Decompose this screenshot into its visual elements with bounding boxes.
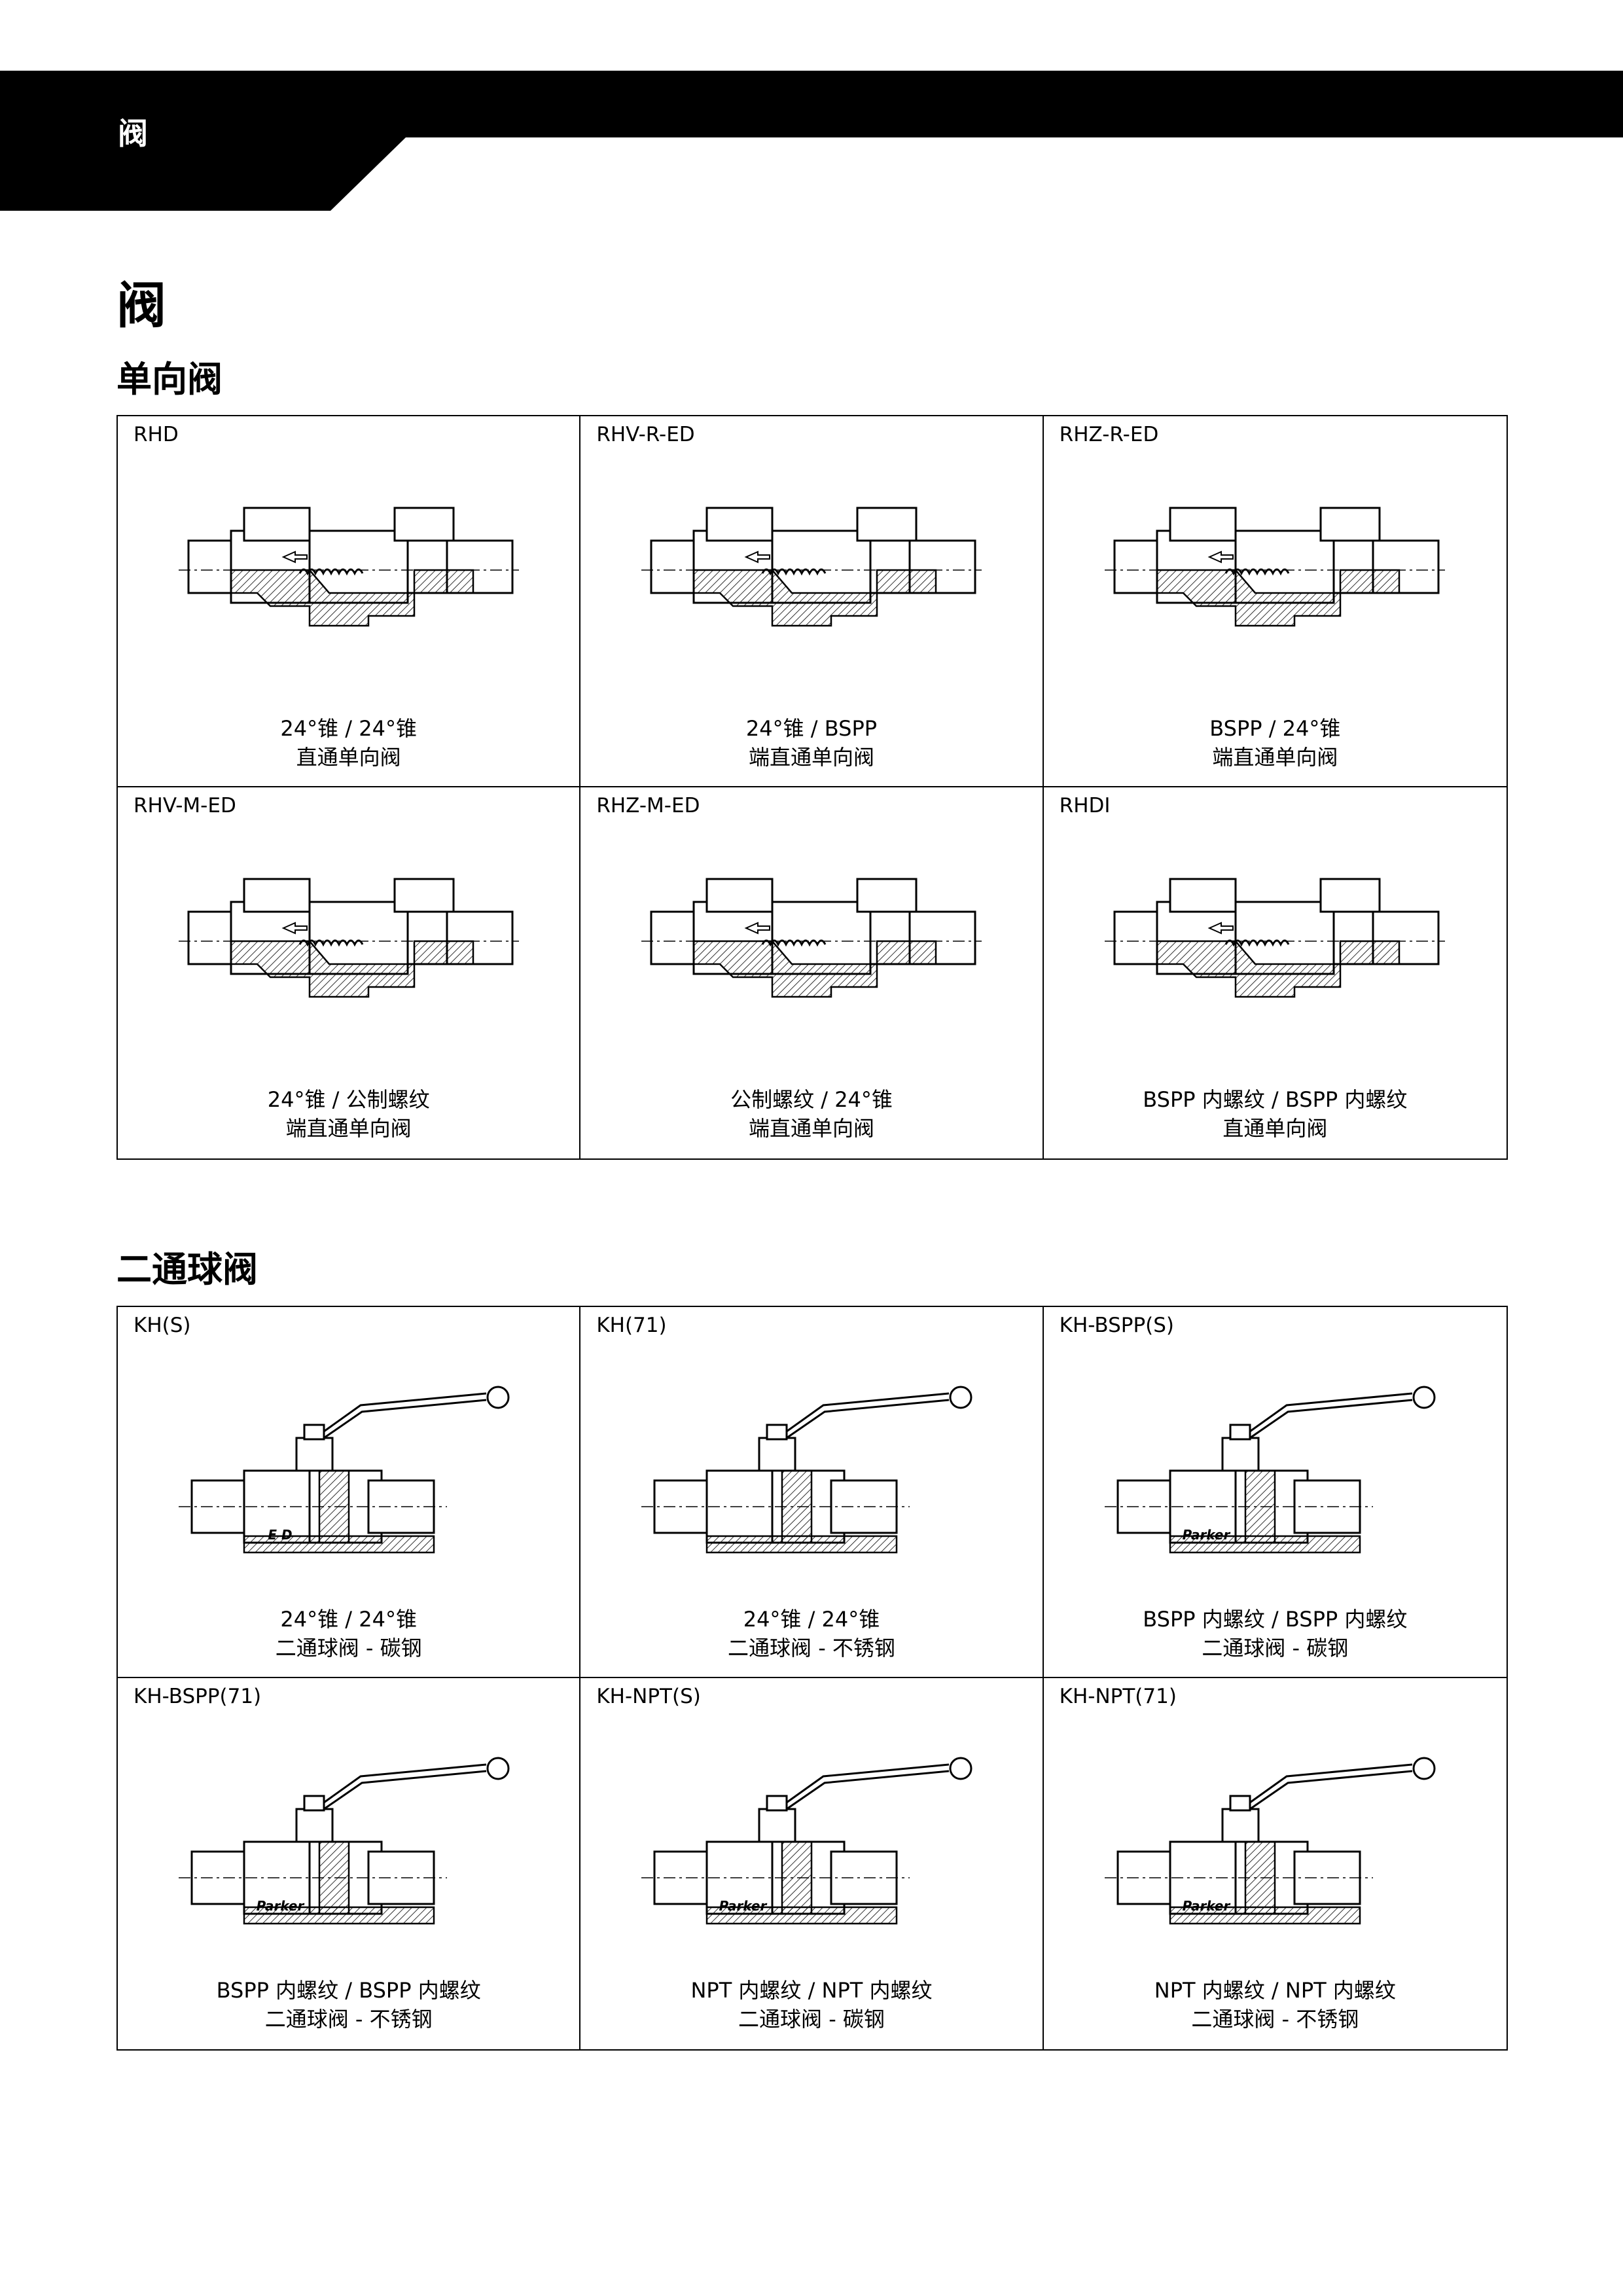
- product-caption: 24°锥 / 24°锥 直通单向阀: [118, 714, 579, 772]
- check-valve-grid: RHD 24°锥 / 24°锥 直通单向阀 RHV-R-ED 24°锥 / BS…: [116, 415, 1508, 1160]
- product-code: KH-NPT(S): [596, 1685, 701, 1708]
- caption-line1: 24°锥 / 24°锥: [280, 716, 417, 741]
- product-cell[interactable]: KH(71) 24°锥 / 24°锥 二通球阀 - 不锈钢: [580, 1307, 1044, 1678]
- product-code: RHD: [134, 423, 179, 446]
- ball-valve-drawing-icon: E D: [178, 1386, 510, 1554]
- caption-line1: NPT 内螺纹 / NPT 内螺纹: [690, 1978, 933, 2003]
- product-caption: 24°锥 / BSPP 端直通单向阀: [580, 714, 1042, 772]
- caption-line1: 24°锥 / 24°锥: [743, 1607, 880, 1632]
- caption-line2: 直通单向阀: [1222, 1116, 1328, 1141]
- product-cell[interactable]: RHV-R-ED 24°锥 / BSPP 端直通单向阀: [580, 416, 1044, 787]
- caption-line2: 二通球阀 - 碳钢: [275, 1636, 422, 1660]
- product-caption: 24°锥 / 公制螺纹 端直通单向阀: [118, 1085, 579, 1143]
- section-title-check-valves: 单向阀: [116, 359, 223, 400]
- ball-valve-drawing-icon: Parker: [641, 1757, 972, 1925]
- page-title: 阀: [116, 276, 166, 334]
- ball-valve-drawing-icon: Parker: [178, 1757, 510, 1925]
- product-cell[interactable]: RHZ-R-ED BSPP / 24°锥 端直通单向阀: [1043, 416, 1507, 787]
- ball-valve-drawing-icon: Parker: [1105, 1386, 1436, 1554]
- product-code: RHV-R-ED: [596, 423, 695, 446]
- product-code: KH-NPT(71): [1059, 1685, 1177, 1708]
- product-caption: BSPP 内螺纹 / BSPP 内螺纹 直通单向阀: [1044, 1085, 1507, 1143]
- caption-line1: BSPP / 24°锥: [1209, 716, 1341, 741]
- body-mark: E D: [268, 1527, 292, 1543]
- product-code: RHDI: [1059, 794, 1111, 817]
- check-valve-drawing-icon: [1105, 507, 1446, 627]
- ball-valve-grid: KH(S) E D 24°锥 / 24°锥 二通球阀 - 碳钢 KH(71) 2…: [116, 1306, 1508, 2051]
- product-code: KH-BSPP(71): [134, 1685, 262, 1708]
- ball-valve-drawing-icon: Parker: [1105, 1757, 1436, 1925]
- header-banner: [0, 71, 1623, 211]
- section-title-ball-valves: 二通球阀: [116, 1249, 258, 1290]
- body-mark: Parker: [719, 1898, 768, 1914]
- product-caption: NPT 内螺纹 / NPT 内螺纹 二通球阀 - 不锈钢: [1044, 1976, 1507, 2034]
- caption-line1: BSPP 内螺纹 / BSPP 内螺纹: [1143, 1087, 1408, 1112]
- caption-line1: 公制螺纹 / 24°锥: [730, 1087, 893, 1112]
- check-valve-drawing-icon: [641, 878, 982, 998]
- caption-line1: 24°锥 / BSPP: [745, 716, 878, 741]
- check-valve-drawing-icon: [178, 507, 519, 627]
- caption-line2: 端直通单向阀: [748, 1116, 874, 1141]
- product-cell[interactable]: RHDI BSPP 内螺纹 / BSPP 内螺纹 直通单向阀: [1044, 787, 1507, 1158]
- caption-line1: NPT 内螺纹 / NPT 内螺纹: [1154, 1978, 1396, 2003]
- product-code: RHV-M-ED: [134, 794, 236, 817]
- caption-line1: BSPP 内螺纹 / BSPP 内螺纹: [216, 1978, 481, 2003]
- header-label: 阀: [118, 116, 149, 151]
- product-caption: BSPP 内螺纹 / BSPP 内螺纹 二通球阀 - 不锈钢: [118, 1976, 579, 2034]
- caption-line1: 24°锥 / 公制螺纹: [267, 1087, 430, 1112]
- caption-line2: 二通球阀 - 不锈钢: [728, 1636, 895, 1660]
- product-code: RHZ-R-ED: [1059, 423, 1159, 446]
- product-caption: BSPP / 24°锥 端直通单向阀: [1044, 714, 1507, 772]
- product-cell[interactable]: RHZ-M-ED 公制螺纹 / 24°锥 端直通单向阀: [580, 787, 1044, 1158]
- check-valve-drawing-icon: [178, 878, 519, 998]
- product-caption: NPT 内螺纹 / NPT 内螺纹 二通球阀 - 碳钢: [580, 1976, 1042, 2034]
- body-mark: Parker: [256, 1898, 304, 1914]
- body-mark: Parker: [1183, 1898, 1231, 1914]
- product-code: RHZ-M-ED: [596, 794, 700, 817]
- product-code: KH(71): [596, 1314, 667, 1337]
- product-code: KH-BSPP(S): [1059, 1314, 1175, 1337]
- product-cell[interactable]: RHD 24°锥 / 24°锥 直通单向阀: [118, 416, 581, 787]
- product-caption: 24°锥 / 24°锥 二通球阀 - 不锈钢: [580, 1605, 1042, 1662]
- caption-line2: 直通单向阀: [296, 745, 401, 770]
- product-cell[interactable]: KH-BSPP(71) Parker BSPP 内螺纹 / BSPP 内螺纹 二…: [118, 1678, 581, 2049]
- caption-line2: 二通球阀 - 碳钢: [1202, 1636, 1349, 1660]
- check-valve-drawing-icon: [641, 507, 982, 627]
- product-cell[interactable]: RHV-M-ED 24°锥 / 公制螺纹 端直通单向阀: [118, 787, 581, 1158]
- caption-line2: 端直通单向阀: [748, 745, 874, 770]
- product-cell[interactable]: KH(S) E D 24°锥 / 24°锥 二通球阀 - 碳钢: [118, 1307, 581, 1678]
- caption-line2: 端直通单向阀: [1212, 745, 1338, 770]
- caption-line2: 二通球阀 - 碳钢: [738, 2007, 885, 2032]
- product-cell[interactable]: KH-BSPP(S) Parker BSPP 内螺纹 / BSPP 内螺纹 二通…: [1043, 1307, 1507, 1678]
- caption-line2: 二通球阀 - 不锈钢: [1191, 2007, 1359, 2032]
- caption-line1: BSPP 内螺纹 / BSPP 内螺纹: [1143, 1607, 1408, 1632]
- product-cell[interactable]: KH-NPT(71) Parker NPT 内螺纹 / NPT 内螺纹 二通球阀…: [1044, 1678, 1507, 2049]
- caption-line2: 二通球阀 - 不锈钢: [264, 2007, 433, 2032]
- product-caption: 公制螺纹 / 24°锥 端直通单向阀: [580, 1085, 1042, 1143]
- product-caption: 24°锥 / 24°锥 二通球阀 - 碳钢: [118, 1605, 579, 1662]
- ball-valve-drawing-icon: [641, 1386, 972, 1554]
- caption-line1: 24°锥 / 24°锥: [280, 1607, 417, 1632]
- caption-line2: 端直通单向阀: [285, 1116, 412, 1141]
- product-code: KH(S): [134, 1314, 191, 1337]
- check-valve-drawing-icon: [1105, 878, 1446, 998]
- product-caption: BSPP 内螺纹 / BSPP 内螺纹 二通球阀 - 碳钢: [1044, 1605, 1507, 1662]
- body-mark: Parker: [1183, 1527, 1231, 1543]
- product-cell[interactable]: KH-NPT(S) Parker NPT 内螺纹 / NPT 内螺纹 二通球阀 …: [580, 1678, 1044, 2049]
